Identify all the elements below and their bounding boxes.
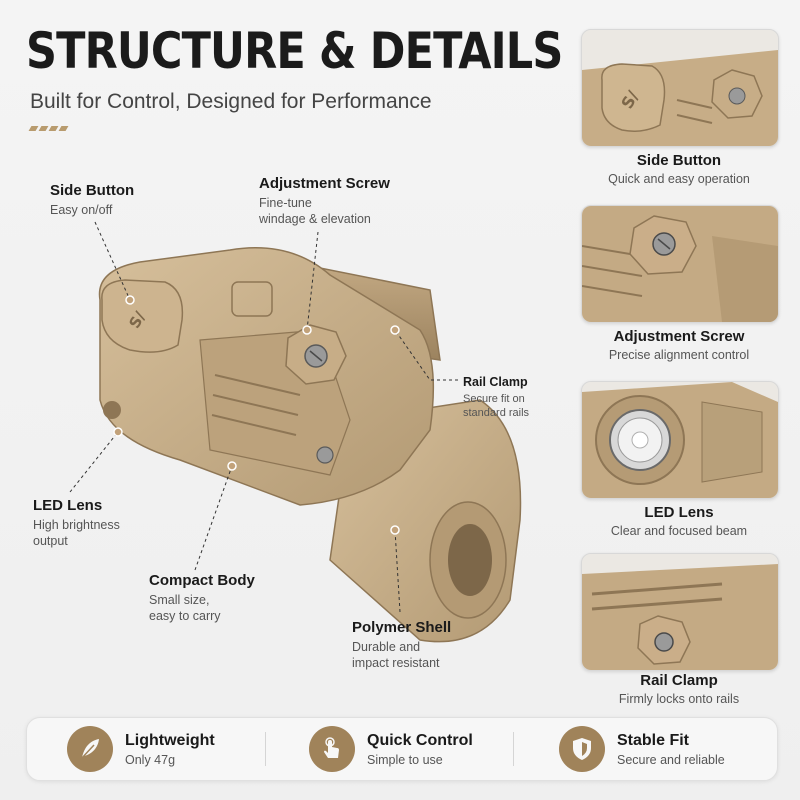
detail-desc: Quick and easy operation [608, 172, 750, 186]
callout-desc: High brightness output [33, 518, 120, 548]
feature-title: Quick Control [367, 731, 473, 749]
callout-desc: Easy on/off [50, 203, 113, 217]
callout-title: Rail Clamp [463, 375, 528, 389]
callout-desc: Secure fit on standard rails [463, 393, 530, 419]
detail-title: Side Button [636, 152, 722, 169]
feature-stable-fit: Stable Fit Secure and reliable [559, 718, 725, 780]
detail-desc: Firmly locks onto rails [618, 692, 740, 706]
detail-image-rail-clamp [581, 553, 779, 671]
detail-image-led-lens [581, 381, 779, 499]
callout-adjustment-screw: Adjustment Screw Fine-tune windage & ele… [259, 175, 390, 227]
feature-bar: Lightweight Only 47g Quick Control Simpl… [26, 717, 778, 781]
body-screw [316, 446, 334, 464]
callout-desc: Durable and impact resistant [352, 640, 440, 670]
feature-title: Lightweight [125, 731, 215, 749]
callout-desc: Small size, easy to carry [149, 593, 221, 623]
detail-caption-adjustment-screw: Adjustment Screw Precise alignment contr… [576, 328, 782, 362]
lens-opening [448, 524, 492, 596]
callout-polymer-shell: Polymer Shell Durable and impact resista… [352, 619, 451, 671]
feature-desc: Simple to use [367, 752, 443, 767]
detail-title: Adjustment Screw [613, 328, 745, 345]
page-subtitle: Built for Control, Designed for Performa… [30, 90, 432, 113]
feature-title: Stable Fit [617, 731, 690, 749]
divider [265, 732, 266, 766]
detail-caption-side-button: Side Button Quick and easy operation [576, 152, 782, 186]
callout-title: LED Lens [33, 497, 103, 514]
shield-icon [559, 726, 605, 772]
detail-title: LED Lens [644, 504, 714, 521]
callout-title: Side Button [50, 182, 135, 199]
detail-image-adjustment-screw [581, 205, 779, 323]
callout-rail-clamp: Rail Clamp Secure fit on standard rails [463, 375, 529, 420]
feature-lightweight: Lightweight Only 47g [67, 718, 215, 780]
callout-title: Adjustment Screw [259, 175, 390, 192]
detail-desc: Clear and focused beam [610, 524, 748, 538]
callout-title: Polymer Shell [352, 619, 452, 636]
feature-quick-control: Quick Control Simple to use [309, 718, 473, 780]
divider [513, 732, 514, 766]
callout-compact-body: Compact Body Small size, easy to carry [149, 572, 255, 624]
hand-tap-icon [309, 726, 355, 772]
feature-desc: Only 47g [125, 752, 176, 767]
detail-desc: Precise alignment control [608, 348, 750, 362]
callout-led-lens: LED Lens High brightness output [33, 497, 120, 549]
detail-caption-led-lens: LED Lens Clear and focused beam [576, 504, 782, 538]
top-recess [231, 281, 273, 317]
body-port [103, 401, 121, 419]
callout-desc: Fine-tune windage & elevation [259, 196, 371, 226]
side-button [101, 279, 184, 353]
detail-image-side-button: S/ [581, 29, 779, 147]
grip-ridges [211, 374, 301, 436]
feature-desc: Secure and reliable [617, 752, 725, 767]
detail-title: Rail Clamp [640, 672, 718, 689]
callout-side-button: Side Button Easy on/off [50, 182, 134, 218]
page-title: STRUCTURE & DETAILS [26, 22, 563, 80]
detail-caption-rail-clamp: Rail Clamp Firmly locks onto rails [576, 672, 782, 706]
feather-icon [67, 726, 113, 772]
callout-title: Compact Body [149, 572, 255, 589]
